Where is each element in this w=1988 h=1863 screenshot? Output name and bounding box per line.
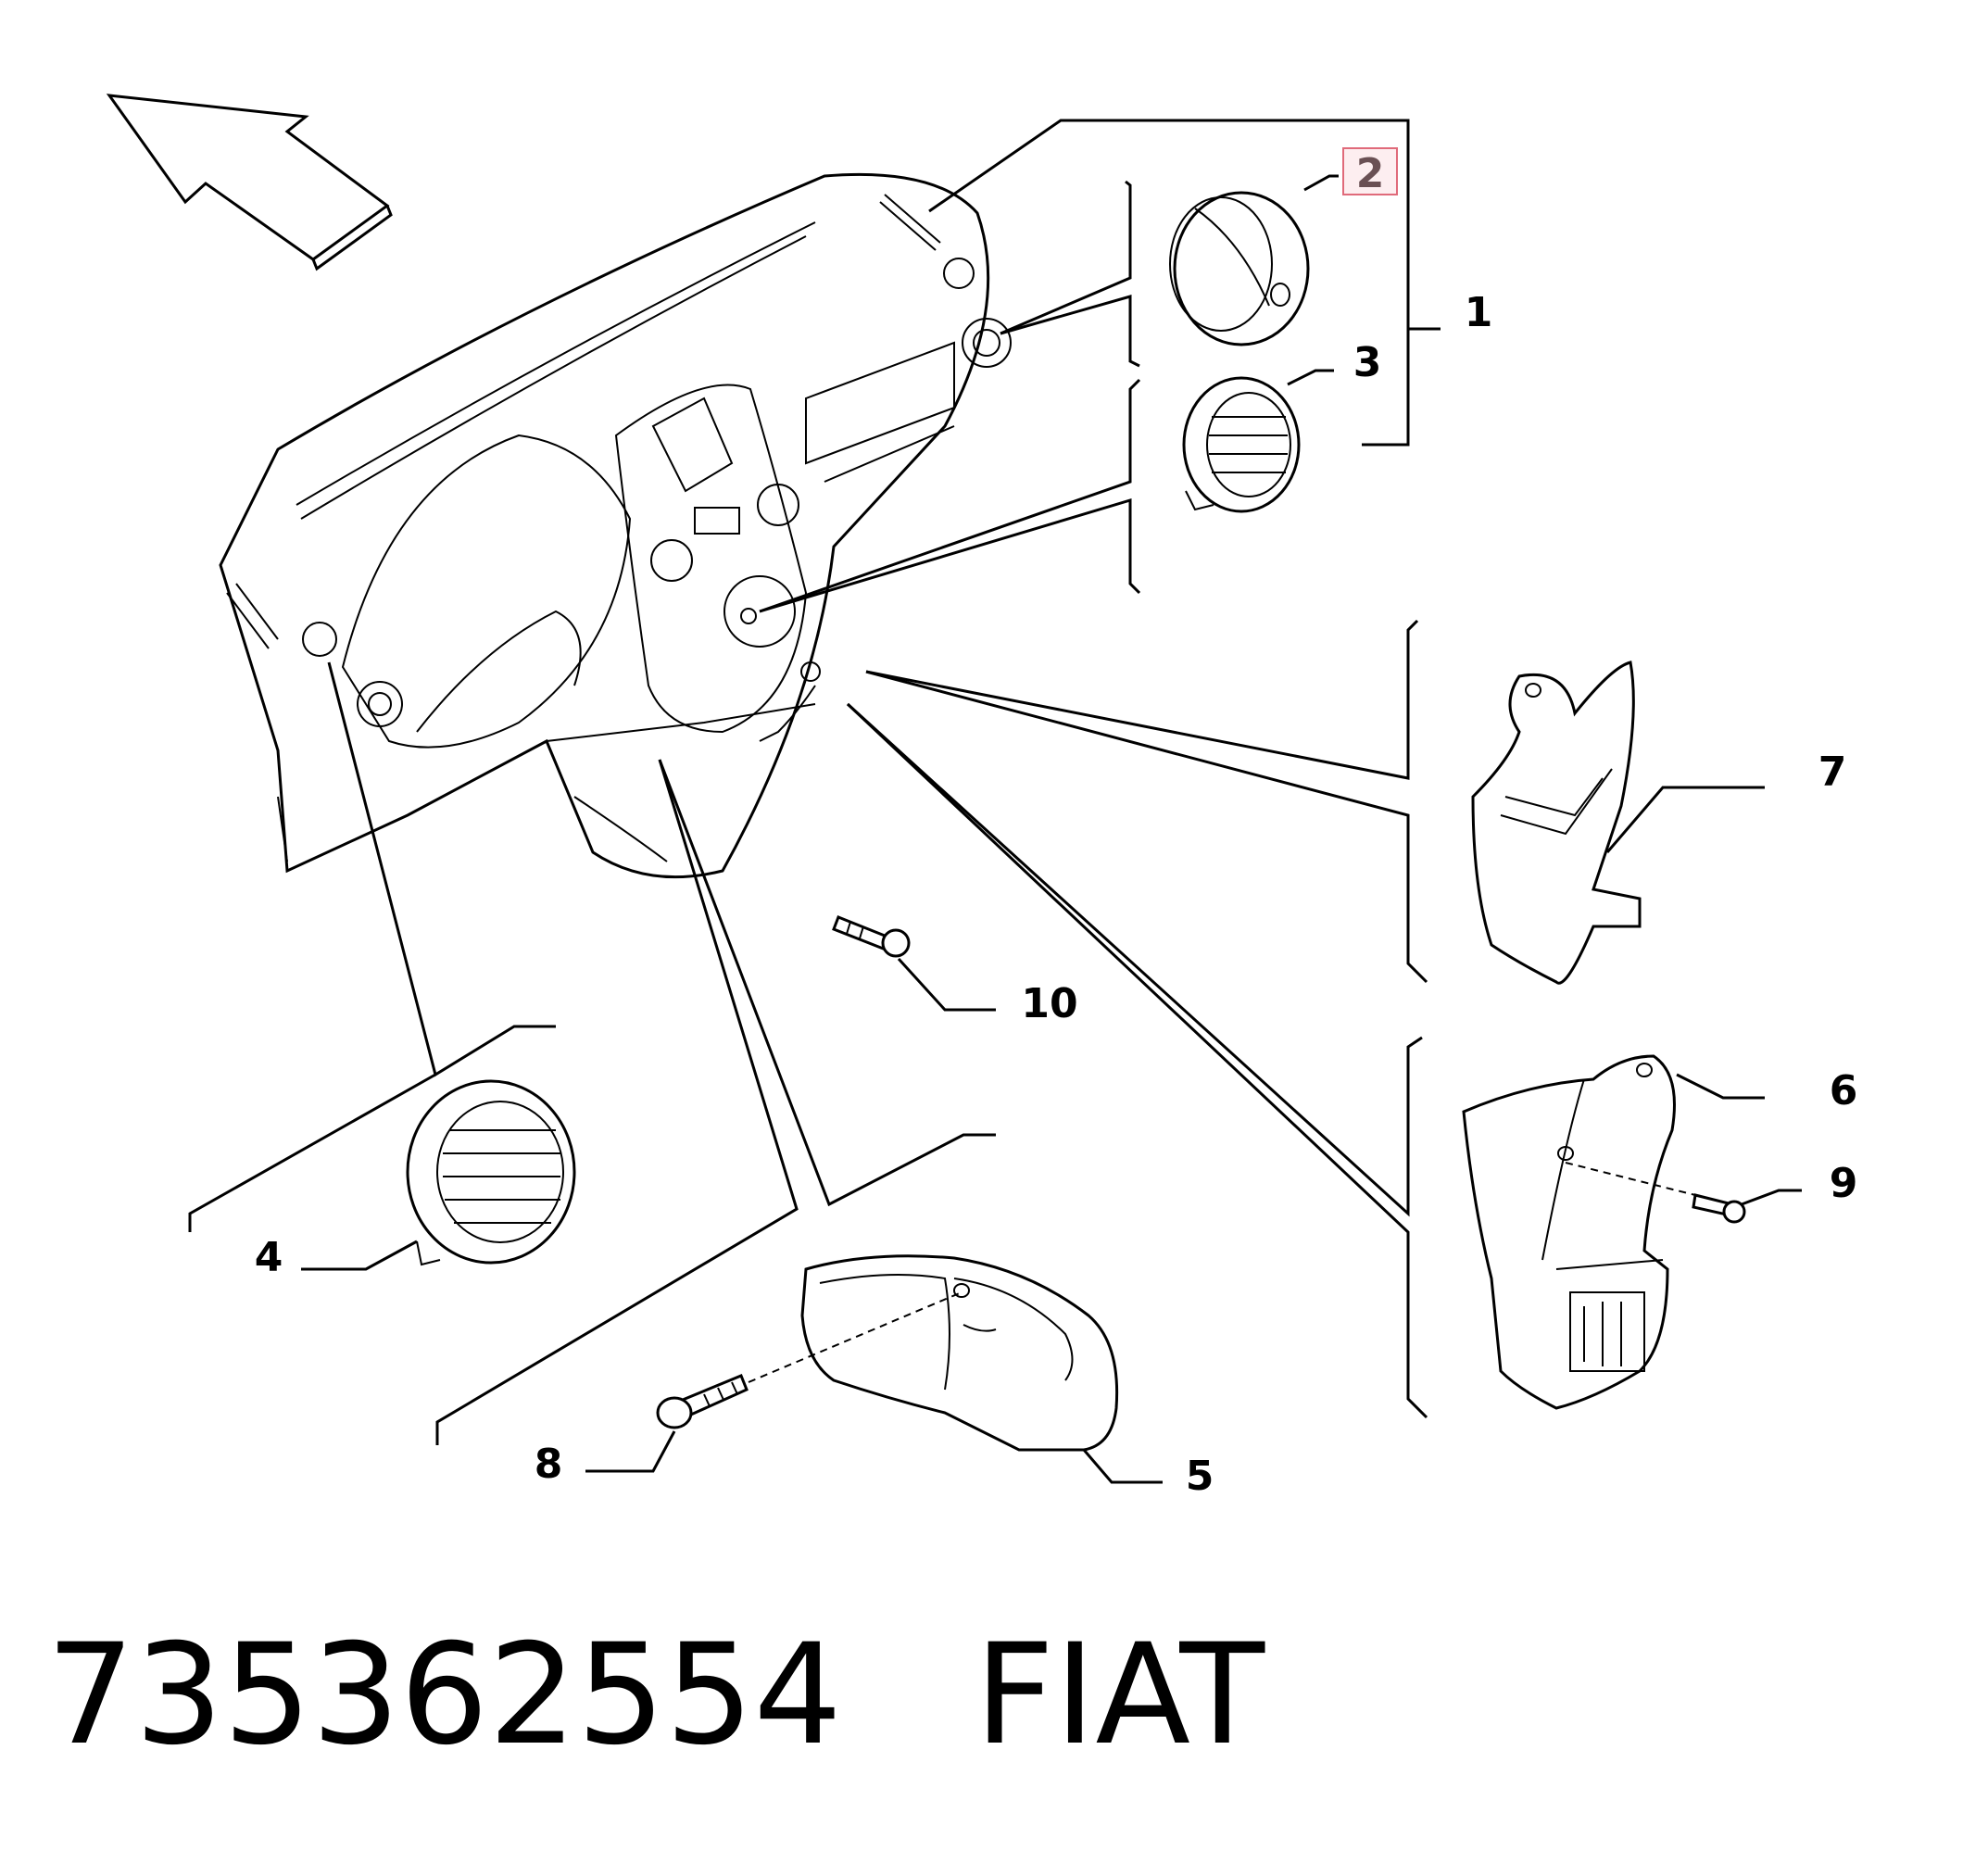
part-number: 735362554 xyxy=(46,1615,842,1776)
part-2-round-vent-knob xyxy=(1169,191,1310,346)
part-caption: 735362554 FIAT xyxy=(46,1626,1265,1765)
part-10-bolt xyxy=(832,915,911,958)
part-4-round-air-vent xyxy=(406,1079,576,1266)
callout-4[interactable]: 4 xyxy=(255,1234,283,1281)
part-2-highlight-box xyxy=(1342,147,1398,195)
part-5-air-duct xyxy=(800,1254,1119,1452)
part-7-air-duct xyxy=(1471,661,1642,985)
callout-9[interactable]: 9 xyxy=(1830,1160,1858,1207)
callout-2[interactable]: 2 xyxy=(1356,150,1385,197)
part-9-screw xyxy=(1692,1193,1746,1224)
dashboard-assembly xyxy=(219,172,1012,879)
forward-direction-arrow-icon xyxy=(106,94,393,271)
brand-name: FIAT xyxy=(974,1615,1265,1776)
callout-1[interactable]: 1 xyxy=(1465,289,1493,336)
leader-lines xyxy=(188,119,1802,1484)
callout-labels: 2 1 3 4 5 6 7 8 9 10 xyxy=(255,147,1858,1500)
part-3-round-air-vent xyxy=(1182,376,1301,513)
part-8-bolt xyxy=(656,1374,749,1429)
callout-3[interactable]: 3 xyxy=(1353,339,1382,386)
callout-5[interactable]: 5 xyxy=(1186,1453,1214,1500)
callout-7[interactable]: 7 xyxy=(1818,749,1847,796)
part-6-air-duct-bracket xyxy=(1462,1054,1676,1410)
callout-10[interactable]: 10 xyxy=(1021,980,1077,1027)
callout-8[interactable]: 8 xyxy=(535,1441,563,1488)
callout-6[interactable]: 6 xyxy=(1830,1067,1858,1114)
